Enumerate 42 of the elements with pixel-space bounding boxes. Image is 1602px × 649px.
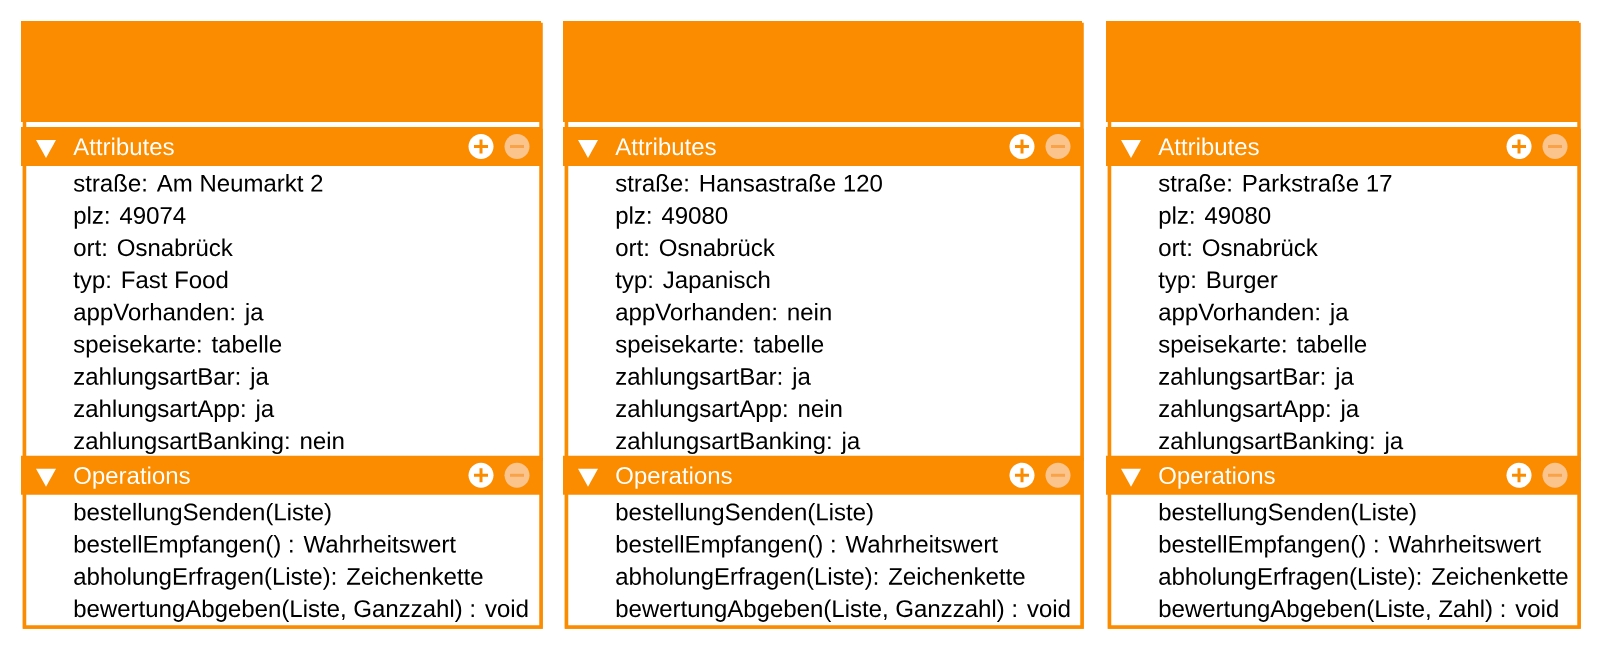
attribute-text: zahlungsartApp: ja <box>74 399 275 422</box>
attribute-text: zahlungsartBanking: ja <box>616 431 861 455</box>
section-header: Attributes <box>1106 127 1579 166</box>
operation-text: bewertungAbgeben(Liste, Ganzzahl) : void <box>74 599 528 622</box>
attribute-text: speisekarte: tabelle <box>73 335 282 358</box>
attribute-text: speisekarte: tabelle <box>615 335 824 358</box>
attribute-text: straße: Am Neumarkt 2 <box>73 174 323 192</box>
operation-text: bestellungSenden(Liste) <box>1159 502 1416 526</box>
attribute-text: zahlungsartApp: nein <box>616 399 842 422</box>
operation-text: bewertungAbgeben(Liste, Ganzzahl) : void <box>616 599 1070 622</box>
operation-text: abholungErfragen(Liste): Zeichenkette <box>1159 567 1568 590</box>
section-header: Attributes <box>21 127 541 166</box>
operation-text: bestellEmpfangen() : Wahrheitswert <box>616 535 998 558</box>
attribute-text: plz: 49080 <box>616 206 728 229</box>
operation-text: bestellEmpfangen() : Wahrheitswert <box>1159 535 1541 558</box>
attribute-text: zahlungsartBar: ja <box>616 367 811 390</box>
attribute-text: ort: Osnabrück <box>616 238 775 257</box>
operation-text: bestellungSenden(Liste) <box>74 502 331 526</box>
attribute-text: appVorhanden: ja <box>1159 302 1349 326</box>
operation-text: bestellEmpfangen() : Wahrheitswert <box>74 535 456 558</box>
operation-text: bestellungSenden(Liste) <box>616 502 873 526</box>
attribute-text: ort: Osnabrück <box>1159 238 1318 257</box>
operation-text: abholungErfragen(Liste): Zeichenkette <box>74 567 483 590</box>
attribute-text: zahlungsartBar: ja <box>74 367 269 390</box>
attribute-text: zahlungsartApp: ja <box>1159 399 1360 422</box>
attribute-text: straße: Parkstraße 17 <box>1158 174 1392 192</box>
operation-text: abholungErfragen(Liste): Zeichenkette <box>616 567 1025 590</box>
attribute-text: appVorhanden: nein <box>616 302 831 326</box>
attribute-text: appVorhanden: ja <box>74 302 264 326</box>
attribute-text: zahlungsartBanking: ja <box>1159 431 1404 455</box>
attribute-text: typ: Fast Food <box>73 270 228 294</box>
attribute-text: typ: Burger <box>1158 271 1278 294</box>
attribute-text: zahlungsartBar: ja <box>1159 367 1354 390</box>
attribute-text: straße: Hansastraße 120 <box>615 174 882 192</box>
attribute-text: plz: 49080 <box>1159 206 1271 229</box>
attribute-text: plz: 49074 <box>74 206 186 229</box>
attribute-text: ort: Osnabrück <box>74 238 233 257</box>
attribute-text: speisekarte: tabelle <box>1158 335 1367 358</box>
attribute-text: zahlungsartBanking: nein <box>74 431 344 455</box>
section-header: Attributes <box>563 127 1082 166</box>
operation-text: bewertungAbgeben(Liste, Zahl) : void <box>1159 599 1558 622</box>
attribute-text: typ: Japanisch <box>615 270 770 294</box>
